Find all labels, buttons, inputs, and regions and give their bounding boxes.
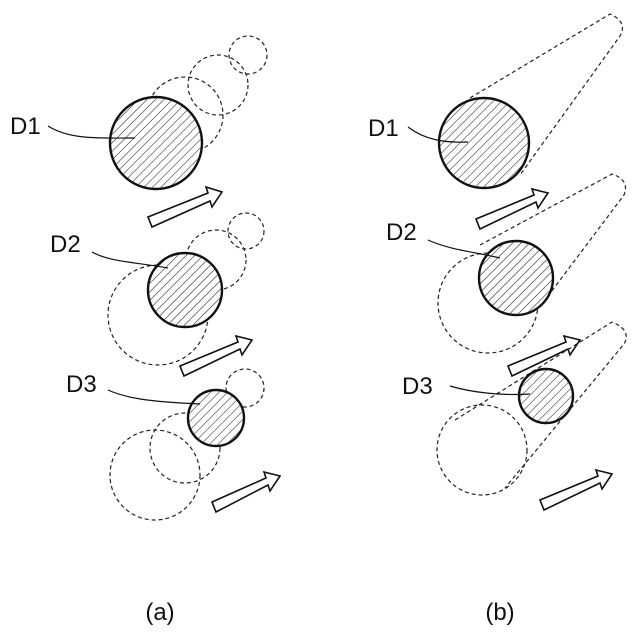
droplet-d1 bbox=[110, 97, 202, 189]
droplet-label: D2 bbox=[386, 219, 417, 246]
droplet-d1 bbox=[439, 98, 529, 188]
panel-caption: (b) bbox=[485, 599, 514, 626]
panel-a-row-d2: D2 bbox=[50, 213, 264, 376]
droplet-label: D3 bbox=[66, 371, 97, 398]
droplet-label: D1 bbox=[368, 115, 399, 142]
leader-line bbox=[428, 240, 500, 258]
panel-a-row-d1: D1 bbox=[10, 36, 267, 227]
droplet-label: D1 bbox=[10, 113, 41, 140]
panel-b-row-d2: D2 bbox=[386, 174, 626, 376]
droplet-d2 bbox=[479, 241, 553, 315]
motion-arrow bbox=[540, 470, 612, 510]
leader-line bbox=[92, 252, 168, 268]
droplet-label: D3 bbox=[402, 373, 433, 400]
ghost-circle bbox=[188, 55, 248, 115]
droplet-d3 bbox=[519, 369, 573, 423]
ghost-circle bbox=[437, 405, 527, 495]
panel-b-row-d1: D1 bbox=[368, 14, 622, 229]
panel-a-row-d3: D3 bbox=[66, 369, 280, 520]
panel-caption: (a) bbox=[145, 599, 174, 626]
ghost-circle bbox=[110, 430, 200, 520]
leader-line bbox=[108, 390, 200, 404]
motion-arrow bbox=[180, 336, 252, 376]
panel-b: D1 D2 D3 (b) bbox=[368, 14, 626, 626]
panel-a: D1 D2 D3 (a) bbox=[10, 36, 280, 626]
ghost-circle bbox=[229, 36, 267, 74]
motion-arrow bbox=[212, 472, 280, 512]
droplet-d2 bbox=[148, 253, 222, 327]
ghost-circle bbox=[228, 213, 264, 249]
motion-arrow bbox=[148, 187, 222, 227]
droplet-d3 bbox=[188, 390, 244, 446]
droplet-label: D2 bbox=[50, 231, 81, 258]
panel-b-row-d3: D3 bbox=[402, 322, 626, 510]
motion-arrow bbox=[476, 189, 548, 229]
